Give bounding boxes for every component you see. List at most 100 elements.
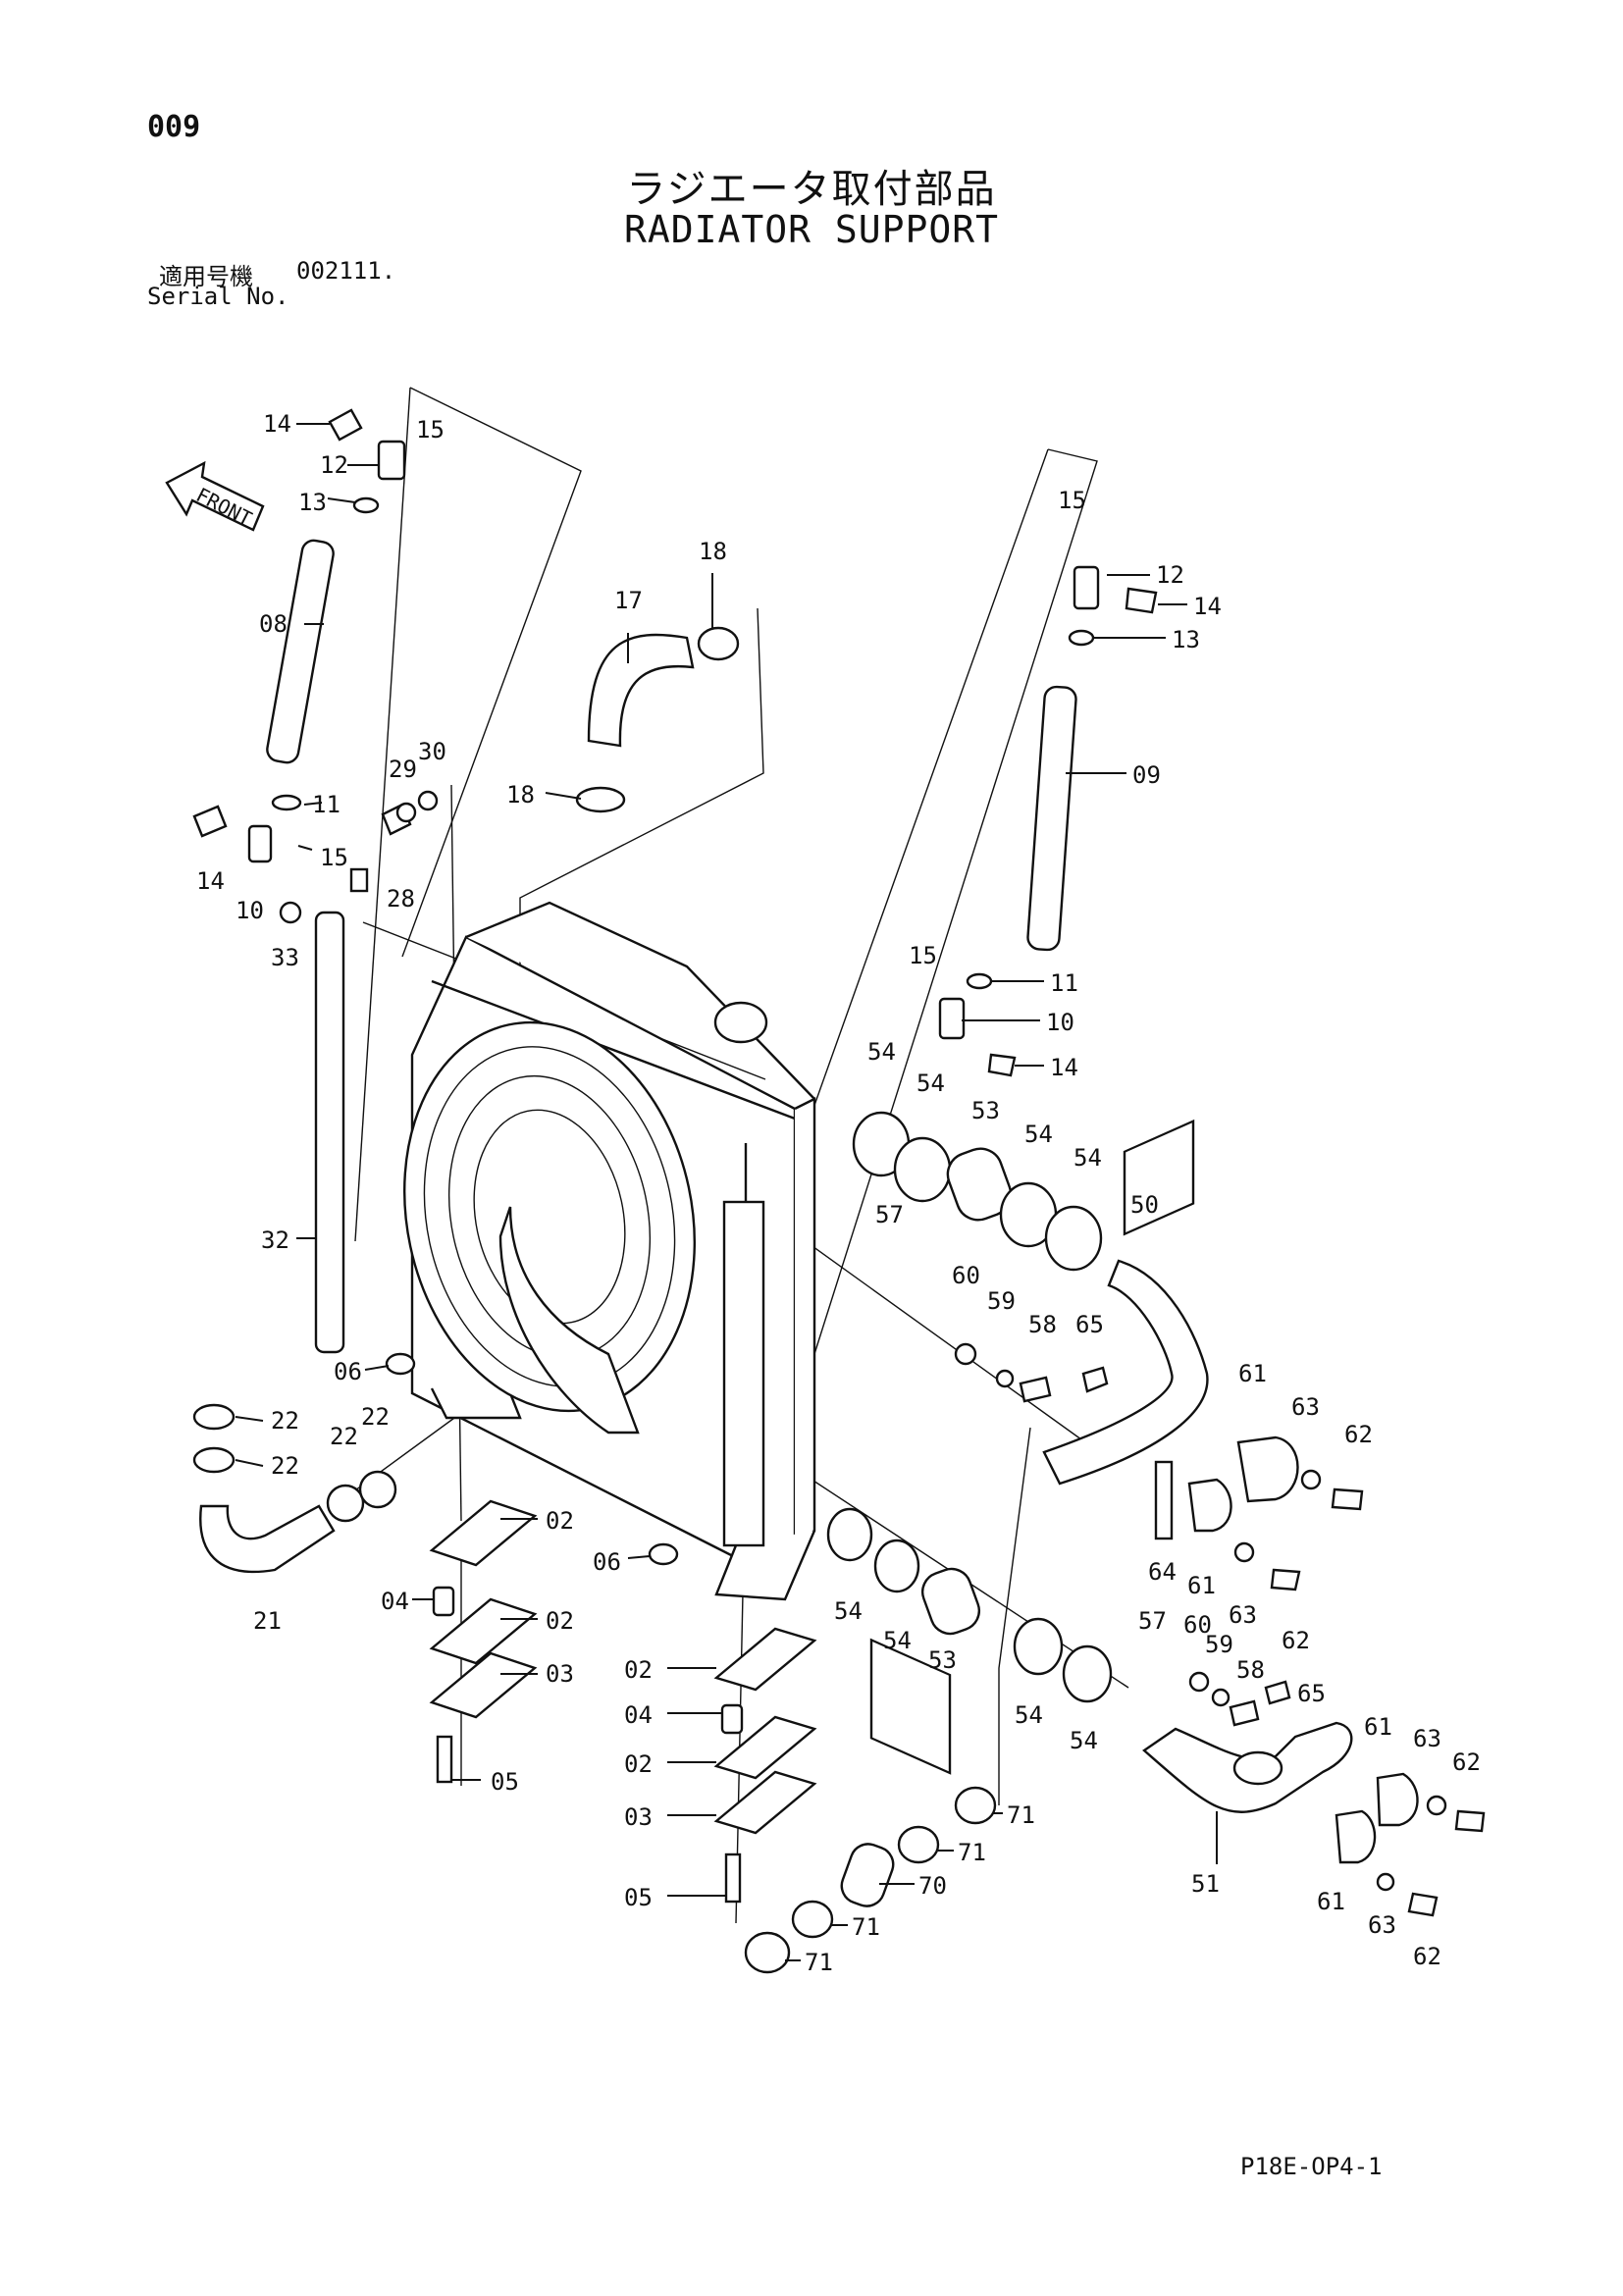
callout-label: 71	[852, 1913, 880, 1941]
callout-label: 54	[1073, 1144, 1102, 1172]
bolt-62-a	[1331, 1487, 1364, 1511]
hose-17	[587, 633, 695, 748]
leader-lines	[235, 423, 1218, 1961]
callout-label: 08	[259, 610, 288, 638]
washer-60-lower	[1188, 1671, 1210, 1693]
drain-hose-kit	[744, 1786, 997, 1974]
callout-label: 06	[334, 1358, 362, 1385]
callout-label: 14	[196, 867, 225, 895]
callout-label: 02	[546, 1507, 574, 1535]
lower-hose-kit	[826, 1119, 1353, 1813]
clip-61-b	[1187, 1478, 1232, 1533]
bolt-14-right	[1125, 587, 1158, 614]
left-mounting-stack	[385, 1352, 538, 1784]
callout-label: 04	[624, 1701, 653, 1729]
callout-label: 62	[1452, 1748, 1481, 1776]
serial-label-japanese: 適用号機	[159, 263, 253, 290]
callout-label: 22	[330, 1423, 358, 1450]
lower-right-clips	[1335, 1772, 1486, 1917]
clamp-71-d	[744, 1931, 791, 1974]
callout-label: 54	[1024, 1121, 1053, 1148]
nut-11-right	[966, 972, 993, 990]
hose-53-lower	[920, 1567, 981, 1636]
clamp-18-upper	[697, 626, 740, 661]
callout-label: 14	[1193, 593, 1222, 620]
callout-label: 14	[1050, 1054, 1078, 1081]
clamp-22-c	[326, 1484, 365, 1523]
clamp-54-b	[893, 1136, 952, 1203]
callout-label: 05	[624, 1884, 653, 1911]
callout-label: 22	[271, 1452, 299, 1480]
cap-28	[349, 867, 369, 893]
hose-21	[199, 1504, 336, 1573]
bolt-14-right-lower	[987, 1053, 1017, 1077]
center-mounting-stack	[648, 1542, 817, 1904]
clamp-22-d	[358, 1470, 397, 1509]
callout-label: 50	[1130, 1191, 1159, 1219]
title-english: RADIATOR SUPPORT	[623, 208, 1000, 251]
stay-rod-09	[1026, 685, 1077, 952]
washer-63-a	[1300, 1469, 1322, 1490]
callout-label: 61	[1317, 1888, 1345, 1915]
callout-label: 12	[1156, 561, 1184, 589]
upper-hose-assembly	[575, 626, 740, 813]
callout-label: 58	[1028, 1311, 1057, 1338]
side-frame	[722, 1200, 765, 1547]
callout-label: 13	[1172, 626, 1200, 653]
callout-label: 02	[546, 1607, 574, 1635]
left-stay-rod-assembly	[192, 408, 439, 924]
nut-13-right	[1068, 629, 1095, 647]
hose-50	[1042, 1259, 1209, 1486]
callout-label: 62	[1282, 1627, 1310, 1654]
bracket-12-right	[1073, 565, 1100, 610]
title-japanese: ラジエータ取付部品	[626, 167, 997, 212]
bolt-14-lower	[192, 805, 228, 838]
callout-label: 70	[918, 1872, 947, 1900]
spacer-04-left	[432, 1586, 455, 1617]
plate-02-d	[713, 1715, 817, 1780]
clamp-54-e	[826, 1507, 873, 1562]
plate-03-center	[713, 1770, 817, 1835]
washer-29	[395, 802, 417, 823]
callout-label: 62	[1344, 1421, 1373, 1448]
bolt-58	[1019, 1376, 1052, 1403]
bolt-05-left	[436, 1735, 453, 1784]
clip-61-a	[1236, 1435, 1299, 1503]
callout-label: 05	[491, 1768, 519, 1796]
hose-51-port	[1232, 1750, 1283, 1786]
inlet-port	[713, 1001, 768, 1044]
callout-label: 22	[361, 1403, 390, 1431]
callout-label: 62	[1413, 1943, 1441, 1970]
callout-label: 61	[1238, 1360, 1267, 1387]
callout-label: 59	[1205, 1631, 1233, 1658]
washer-59-lower	[1211, 1688, 1230, 1707]
callout-label: 64	[1148, 1558, 1177, 1586]
callout-label: 63	[1368, 1911, 1396, 1939]
side-seal-32	[314, 911, 345, 1354]
washer-63-b	[1233, 1541, 1255, 1563]
seal-strip	[314, 911, 345, 1354]
callout-label: 61	[1187, 1572, 1216, 1599]
upper-hose-kit	[852, 1111, 1209, 1775]
callout-label: 54	[1070, 1727, 1098, 1754]
hose-53-upper	[946, 1147, 1013, 1222]
callout-label: 57	[875, 1201, 904, 1228]
callout-label: 12	[320, 451, 348, 479]
callout-label: 04	[381, 1588, 409, 1615]
callout-label: 14	[263, 410, 291, 438]
callout-label: 60	[1183, 1611, 1212, 1639]
callout-labels: 14 15 12 13 08 11 14 10 15 29 30 28 33 3…	[196, 410, 1481, 1976]
callout-label: 13	[298, 489, 327, 516]
clip-61-c	[1376, 1772, 1419, 1827]
washer-59	[995, 1369, 1015, 1388]
clamp-22-a	[192, 1403, 236, 1431]
callout-label: 02	[624, 1656, 653, 1684]
bolt-05-center	[724, 1852, 742, 1904]
callout-label: 21	[253, 1607, 282, 1635]
callout-label: 15	[909, 942, 937, 969]
page-number: 009	[147, 110, 201, 144]
bracket-57-upper	[869, 1638, 952, 1775]
nut-13	[352, 496, 380, 514]
callout-label: 18	[506, 781, 535, 809]
